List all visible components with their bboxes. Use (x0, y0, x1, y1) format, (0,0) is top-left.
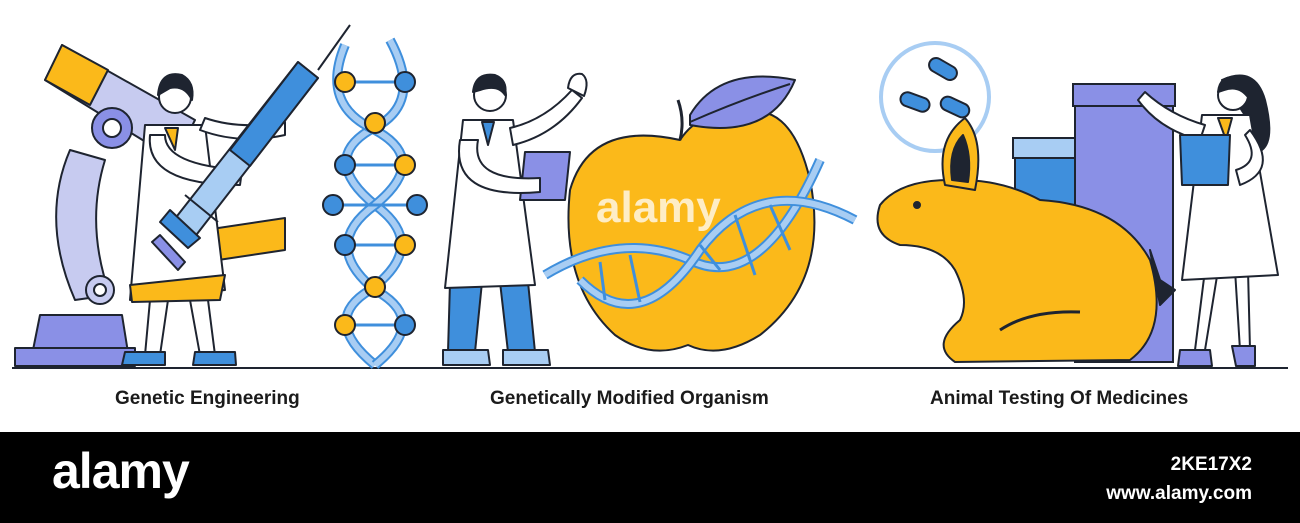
dna-helix-icon (322, 37, 428, 369)
site-url[interactable]: www.alamy.com (1106, 483, 1252, 504)
rabbit-icon (876, 117, 1176, 363)
alamy-footer-bar: alamy 2KE17X2 www.alamy.com (0, 432, 1300, 523)
dna-strand-icon (542, 157, 858, 309)
image-id: 2KE17X2 (1170, 454, 1252, 475)
caption-genetic-engineering: Genetic Engineering (115, 388, 300, 409)
illustration-svg (12, 24, 1288, 369)
watermark-text: alamy (596, 183, 721, 232)
apple-icon (567, 75, 816, 352)
syringe-icon (151, 24, 351, 271)
scientist-woman-figure (121, 73, 286, 366)
caption-gmo: Genetically Modified Organism (490, 388, 769, 409)
caption-animal-testing: Animal Testing Of Medicines (930, 388, 1189, 409)
alamy-logo[interactable]: alamy (52, 443, 190, 499)
scientist-woman-clipboard-figure (1137, 74, 1279, 367)
scientist-man-figure (442, 72, 588, 366)
illustration-banner: alamy Genetic Engineering Genetically Mo… (12, 24, 1288, 409)
